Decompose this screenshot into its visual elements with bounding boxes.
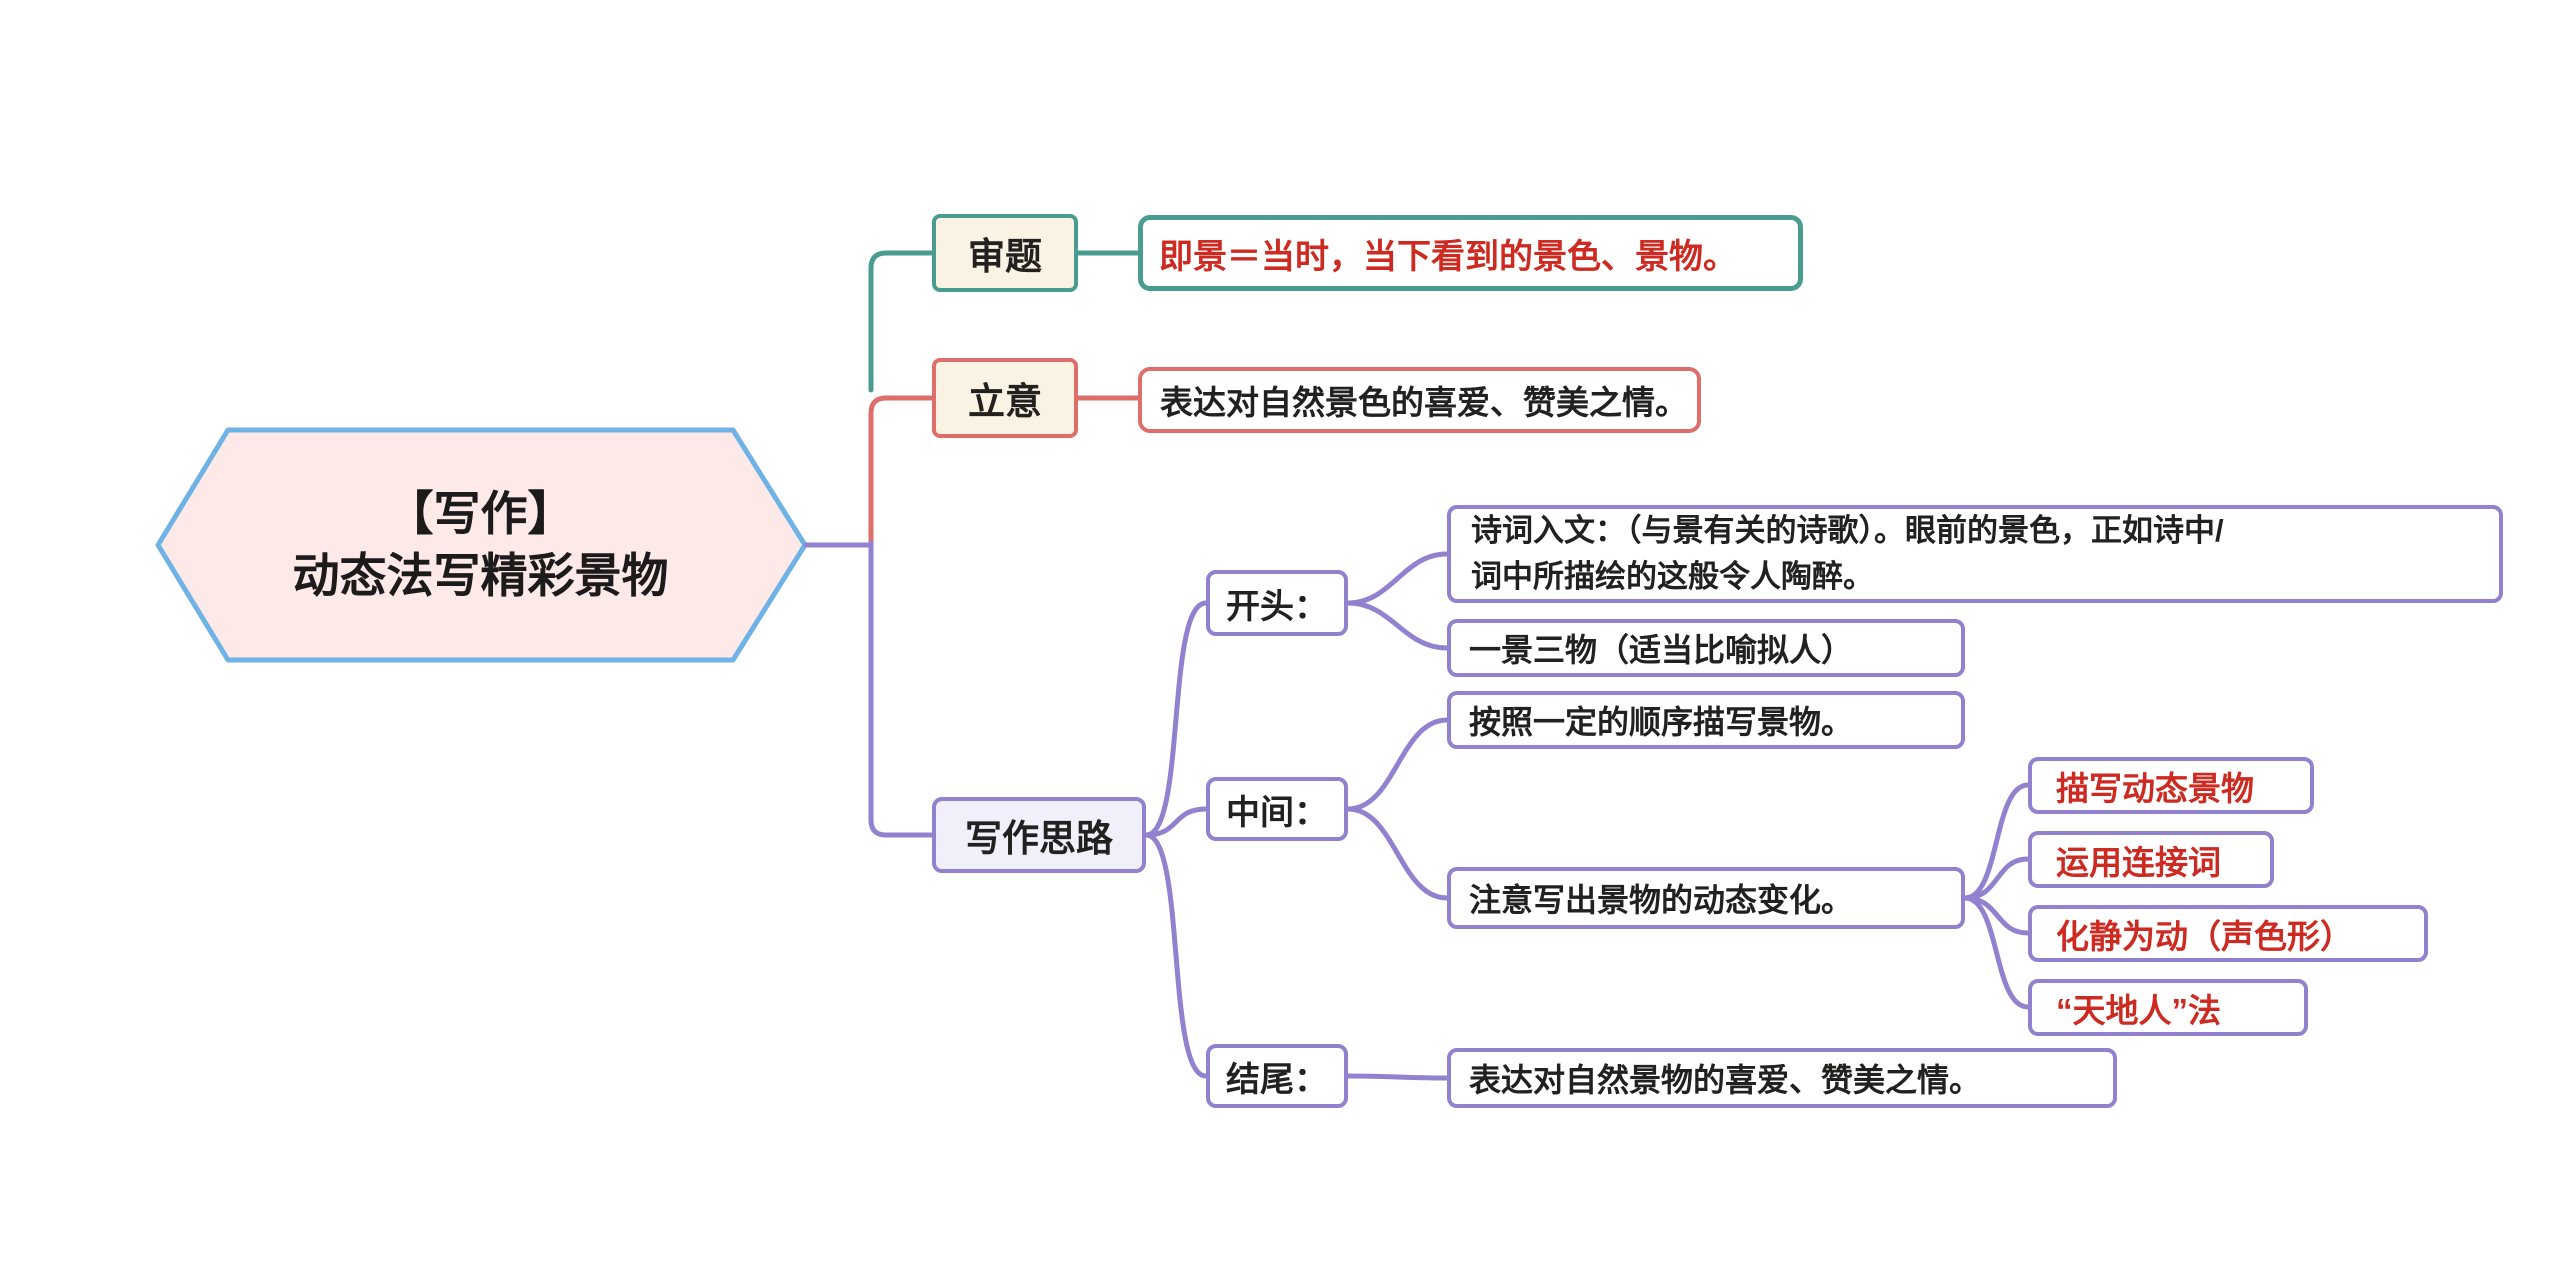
connector-silu-kaitou <box>1143 600 1209 838</box>
shenti-note-text: 即景＝当时，当下看到的景色、景物。 <box>1159 237 1737 276</box>
connector-trunk-teal <box>868 250 935 393</box>
connector-zhongjian-order <box>1345 717 1450 812</box>
leaf-dynamic-scenery-text: 描写动态景物 <box>2056 769 2254 807</box>
connector-kaitou-poem <box>1345 551 1450 606</box>
leaf-dynamic-scenery: 描写动态景物 <box>2028 757 2314 814</box>
root-topic-line1: 【写作】 <box>386 486 575 540</box>
leaf-connectives-text: 运用连接词 <box>2056 843 2221 881</box>
node-liyi-label: 立意 <box>968 381 1042 422</box>
node-silu: 写作思路 <box>932 797 1146 873</box>
node-jiewei-note: 表达对自然景物的喜爱、赞美之情。 <box>1447 1048 2117 1108</box>
connector-trunk-red <box>868 395 935 546</box>
node-jiewei: 结尾： <box>1206 1044 1348 1108</box>
node-shenti: 审题 <box>932 214 1078 292</box>
leaf-connectives: 运用连接词 <box>2028 831 2274 888</box>
connector-dynamic-leaf1 <box>1962 782 2031 901</box>
leaf-sky-earth-people-text: “天地人”法 <box>2056 991 2221 1029</box>
node-silu-label: 写作思路 <box>965 818 1113 859</box>
connector-dynamic-leaf4 <box>1962 895 2031 1010</box>
connector-kaitou-scene <box>1345 600 1450 651</box>
leaf-sky-earth-people: “天地人”法 <box>2028 979 2308 1036</box>
node-liyi: 立意 <box>932 358 1078 438</box>
node-shenti-note: 即景＝当时，当下看到的景色、景物。 <box>1138 215 1803 291</box>
node-kaitou-scene: 一景三物（适当比喻拟人） <box>1447 619 1965 677</box>
node-kaitou-poem: 诗词入文：（与景有关的诗歌）。眼前的景色，正如诗中/ 词中所描绘的这般令人陶醉。 <box>1447 505 2503 603</box>
node-zhongjian: 中间： <box>1206 777 1348 841</box>
kaitou-scene-text: 一景三物（适当比喻拟人） <box>1469 632 1854 668</box>
node-zhongjian-dynamic: 注意写出景物的动态变化。 <box>1447 867 1965 929</box>
zhongjian-dynamic-text: 注意写出景物的动态变化。 <box>1469 882 1854 918</box>
liyi-note-text: 表达对自然景色的喜爱、赞美之情。 <box>1160 384 1688 421</box>
node-jiewei-label: 结尾： <box>1226 1060 1328 1099</box>
node-zhongjian-label: 中间： <box>1226 793 1328 832</box>
root-topic-line2: 动态法写精彩景物 <box>292 549 669 602</box>
connector-zhongjian-dynamic <box>1345 806 1450 901</box>
connector-jiewei-note <box>1345 1073 1450 1081</box>
leaf-static-to-dynamic: 化静为动（声色形） <box>2028 905 2428 962</box>
zhongjian-order-text: 按照一定的顺序描写景物。 <box>1469 704 1854 740</box>
connector-silu-zhongjian <box>1143 806 1209 838</box>
node-kaitou-label: 开头： <box>1226 587 1328 626</box>
root-topic: 【写作】 动态法写精彩景物 <box>228 430 733 660</box>
node-zhongjian-order: 按照一定的顺序描写景物。 <box>1447 691 1965 749</box>
node-liyi-note: 表达对自然景色的喜爱、赞美之情。 <box>1138 367 1701 433</box>
node-kaitou: 开头： <box>1206 570 1348 636</box>
leaf-static-to-dynamic-text: 化静为动（声色形） <box>2056 917 2353 955</box>
jiewei-note-text: 表达对自然景物的喜爱、赞美之情。 <box>1469 1062 1982 1098</box>
kaitou-poem-line1: 诗词入文：（与景有关的诗歌）。眼前的景色，正如诗中/ <box>1471 512 2224 548</box>
connector-trunk-purple <box>868 540 935 838</box>
node-shenti-label: 审题 <box>968 236 1042 277</box>
kaitou-poem-line2: 词中所描绘的这般令人陶醉。 <box>1471 559 1874 594</box>
connector-silu-jiewei <box>1143 832 1209 1079</box>
